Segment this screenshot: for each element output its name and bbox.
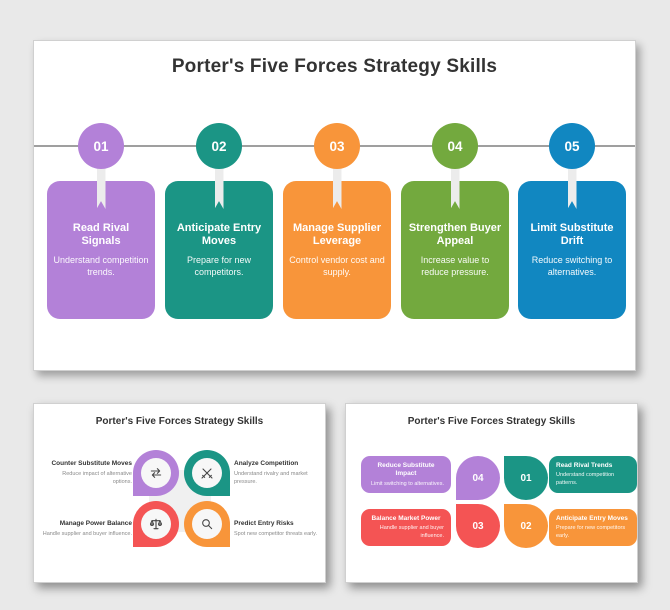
- item-predict-entry-risks: Predict Entry Risks Spot new competitor …: [234, 520, 320, 539]
- ribbon-connector: [214, 165, 224, 209]
- box-description: Prepare for new competitors early.: [556, 525, 626, 539]
- petal-number-01: 01: [504, 456, 548, 500]
- item-description: Reduce impact of alternative options.: [62, 471, 132, 485]
- petal-number-04: 04: [456, 456, 500, 500]
- box-balance-market-power: Balance Market Power Handle supplier and…: [361, 509, 451, 546]
- step-4: 04 Strengthen Buyer Appeal Increase valu…: [401, 123, 509, 323]
- item-title: Manage Power Balance: [59, 520, 132, 527]
- step-card-title: Limit Substitute Drift: [530, 222, 614, 248]
- step-number-badge: 01: [78, 123, 124, 169]
- step-card: Limit Substitute Drift Reduce switching …: [518, 181, 626, 319]
- box-title: Balance Market Power: [371, 515, 441, 522]
- petal-counter-substitute: [133, 450, 179, 496]
- item-description: Spot new competitor threats early.: [234, 531, 318, 538]
- balance-scale-icon: [141, 509, 171, 539]
- step-number-badge: 05: [549, 123, 595, 169]
- item-counter-substitute-moves: Counter Substitute Moves Reduce impact o…: [42, 460, 132, 487]
- item-title: Counter Substitute Moves: [51, 460, 132, 467]
- main-slide[interactable]: Porter's Five Forces Strategy Skills 01 …: [33, 40, 636, 371]
- step-card-title: Anticipate Entry Moves: [176, 222, 262, 248]
- step-card-description: Understand competition trends.: [53, 255, 149, 278]
- item-title: Predict Entry Risks: [234, 520, 294, 527]
- step-1: 01 Read Rival Signals Understand competi…: [47, 123, 155, 323]
- step-3: 03 Manage Supplier Leverage Control vend…: [283, 123, 391, 323]
- box-title: Anticipate Entry Moves: [556, 515, 628, 522]
- box-title: Reduce Substitute Impact: [377, 462, 435, 478]
- petal-predict-entry: [184, 501, 230, 547]
- step-card-description: Prepare for new competitors.: [186, 255, 252, 278]
- box-title: Read Rival Trends: [556, 462, 613, 469]
- step-card-description: Reduce switching to alternatives.: [531, 255, 613, 278]
- step-card-title: Read Rival Signals: [72, 222, 130, 248]
- step-number-badge: 02: [196, 123, 242, 169]
- step-card: Read Rival Signals Understand competitio…: [47, 181, 155, 319]
- ribbon-connector: [567, 165, 577, 209]
- step-card-title: Manage Supplier Leverage: [292, 222, 382, 248]
- thumbnail-slide-numbers[interactable]: Porter's Five Forces Strategy Skills Red…: [345, 403, 638, 583]
- petal-number-03: 03: [456, 504, 500, 548]
- step-number-badge: 03: [314, 123, 360, 169]
- step-card: Manage Supplier Leverage Control vendor …: [283, 181, 391, 319]
- step-card-description: Increase value to reduce pressure.: [420, 255, 490, 278]
- step-number-badge: 04: [432, 123, 478, 169]
- petal-analyze-competition: [184, 450, 230, 496]
- box-anticipate-entry-moves: Anticipate Entry Moves Prepare for new c…: [549, 509, 637, 546]
- item-description: Understand rivalry and market pressure.: [234, 471, 308, 485]
- step-card: Anticipate Entry Moves Prepare for new c…: [165, 181, 273, 319]
- box-reduce-substitute-impact: Reduce Substitute Impact Limit switching…: [361, 456, 451, 493]
- magnifier-icon: [192, 509, 222, 539]
- slide-title: Porter's Five Forces Strategy Skills: [171, 56, 498, 77]
- box-read-rival-trends: Read Rival Trends Understand competition…: [549, 456, 637, 493]
- step-card-title: Strengthen Buyer Appeal: [408, 222, 502, 248]
- step-5: 05 Limit Substitute Drift Reduce switchi…: [518, 123, 626, 323]
- thumbnail-slide-icons[interactable]: Porter's Five Forces Strategy Skills Cou…: [33, 403, 326, 583]
- petal-manage-power: [133, 501, 179, 547]
- slide-title: Porter's Five Forces Strategy Skills: [95, 416, 264, 427]
- step-card: Strengthen Buyer Appeal Increase value t…: [401, 181, 509, 319]
- box-description: Handle supplier and buyer influence.: [379, 525, 444, 539]
- swap-arrows-icon: [141, 458, 171, 488]
- item-title: Analyze Competition: [234, 460, 299, 467]
- step-card-description: Control vendor cost and supply.: [289, 255, 385, 278]
- ribbon-connector: [96, 165, 106, 209]
- petal-number-02: 02: [504, 504, 548, 548]
- box-description: Limit switching to alternatives.: [370, 480, 444, 487]
- item-description: Handle supplier and buyer influence.: [42, 531, 132, 538]
- step-2: 02 Anticipate Entry Moves Prepare for ne…: [165, 123, 273, 323]
- item-manage-power-balance: Manage Power Balance Handle supplier and…: [42, 520, 132, 539]
- slide-title: Porter's Five Forces Strategy Skills: [407, 416, 576, 427]
- box-description: Understand competition patterns.: [556, 472, 615, 486]
- ribbon-connector: [450, 165, 460, 209]
- crossed-swords-icon: [192, 458, 222, 488]
- item-analyze-competition: Analyze Competition Understand rivalry a…: [234, 460, 320, 487]
- ribbon-connector: [332, 165, 342, 209]
